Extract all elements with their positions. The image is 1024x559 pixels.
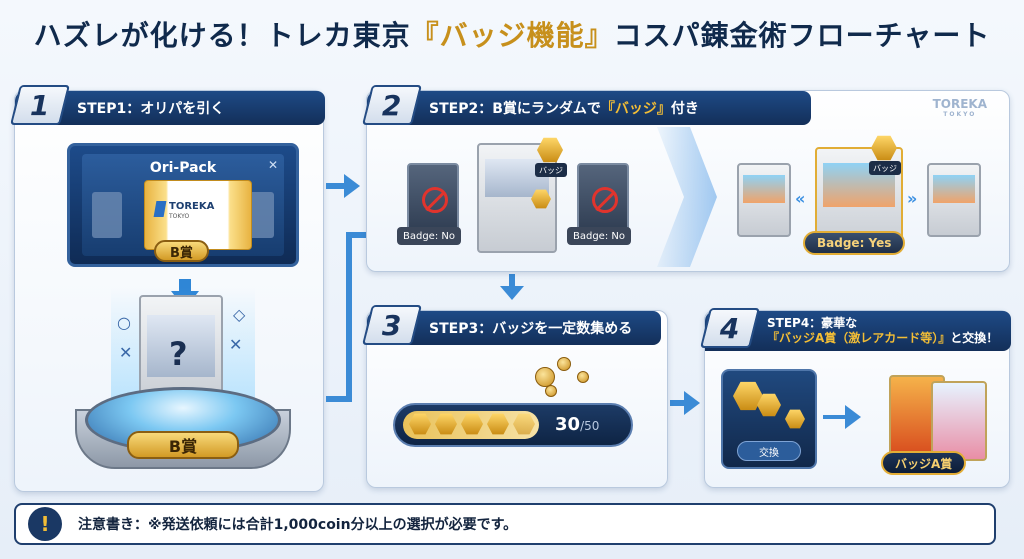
arrow-right-icon (344, 174, 360, 198)
exchange-button[interactable]: 交換 (737, 441, 801, 461)
badge-slot-icon-4 (487, 413, 509, 435)
title-part2: コスパ錬金術フローチャート (613, 19, 991, 52)
title-part1: ハズレが化ける！トレカ東京 (33, 19, 411, 52)
oripack-screen-inner: Ori-Pack ✕ TOREKA TOKYO (82, 154, 284, 256)
step2-label-prefix: STEP2：B賞にランダムで (429, 101, 601, 117)
pedestal-prize-tag: B賞 (127, 431, 239, 459)
pokemon-card-left (737, 163, 791, 237)
step2-header: 2 STEP2：B賞にランダムで『バッジ』付き (362, 85, 811, 125)
badge-slot-icon-2 (435, 413, 457, 435)
chevron-left-icon: « (795, 189, 806, 208)
badge-progress-bar: 30/50 (393, 403, 633, 447)
coin-icon-2 (557, 357, 571, 371)
connector-1-3-top (346, 232, 370, 238)
badge-slot-icon-1 (409, 413, 431, 435)
exchange-box: 交換 (721, 369, 817, 469)
chevron-right-icon: » (907, 189, 918, 208)
toreka-logo-icon (153, 201, 167, 217)
no-badge-label-right: Badge: No (567, 227, 631, 245)
title-highlight: 『バッジ機能』 (410, 19, 614, 52)
exchange-badge-icon-3 (785, 409, 805, 429)
badge-small-icon (531, 189, 551, 209)
circle-deco-icon: ○ (117, 313, 131, 332)
badge-a-prize-label: バッジA賞 (881, 451, 967, 475)
warning-icon: ! (28, 507, 62, 541)
step3-header: 3 STEP3：バッジを一定数集める (362, 305, 661, 345)
arrow-right-icon-2 (684, 391, 700, 415)
coin-icon-1 (535, 367, 555, 387)
connector-1-3-h (326, 396, 352, 402)
step1-number: 1 (10, 85, 70, 125)
badge-label-right: バッジ (869, 161, 901, 175)
step1-panel: 1 STEP1：オリパを引く Ori-Pack ✕ TOREKA TOKYO B… (10, 85, 325, 492)
badge-slot-icon-5 (513, 413, 535, 435)
prize-card-front (931, 381, 987, 461)
page-title: ハズレが化ける！トレカ東京『バッジ機能』コスパ錬金術フローチャート (0, 14, 1024, 64)
badge-label: バッジ (535, 163, 567, 177)
step1-label: STEP1：オリパを引く (77, 101, 225, 117)
pack-sub: TOKYO (169, 213, 190, 220)
step4-label: STEP4：豪華な 『バッジA賞（激レアカード等）』と交換！ (767, 316, 999, 345)
step4-header: 4 STEP4：豪華な 『バッジA賞（激レアカード等）』と交換！ (700, 308, 1011, 351)
cross-deco-icon-right: ✕ (229, 335, 243, 354)
chevron-big-icon (657, 127, 717, 267)
notice-bar: ! 注意書き：※発送依頼には合計1,000coin分以上の選択が必要です。 (14, 503, 996, 545)
step2-number: 2 (362, 85, 422, 125)
pokemon-card-right (927, 163, 981, 237)
card-ghost-left (92, 192, 122, 238)
card-back-right (577, 163, 629, 235)
badge-slot-icon-3 (461, 413, 483, 435)
mystery-card-art (147, 315, 215, 377)
step4-panel: 4 STEP4：豪華な 『バッジA賞（激レアカード等）』と交換！ 交換 バッジA… (700, 308, 1011, 488)
step4-number: 4 (700, 308, 760, 348)
oripack-pack[interactable]: TOREKA TOKYO (144, 180, 252, 250)
step2-label-highlight: 『バッジ』 (600, 101, 671, 117)
oripack-title: Ori-Pack (149, 160, 217, 176)
pack-brand: TOREKA (169, 201, 215, 212)
badge-progress-count: 30/50 (555, 414, 600, 435)
badge-yes-label: Badge: Yes (803, 231, 906, 255)
step3-panel: 3 STEP3：バッジを一定数集める 30/50 (362, 305, 668, 488)
connector-1-3-v (346, 232, 352, 402)
coin-icon-3 (577, 371, 589, 383)
connector-2-3 (509, 274, 515, 288)
cross-deco-icon: ✕ (119, 343, 133, 362)
notice-text: 注意書き：※発送依頼には合計1,000coin分以上の選択が必要です。 (78, 517, 518, 533)
connector-1-2 (326, 183, 346, 189)
oripack-screen[interactable]: Ori-Pack ✕ TOREKA TOKYO B賞 (67, 143, 299, 267)
exchange-arrow-icon (845, 405, 861, 429)
coin-icon-4 (545, 385, 557, 397)
card-back-left (407, 163, 459, 235)
close-icon[interactable]: ✕ (267, 158, 278, 172)
ban-icon (422, 187, 448, 213)
step1-header: 1 STEP1：オリパを引く (10, 85, 325, 125)
question-icon: ? (169, 335, 188, 373)
step3-label: STEP3：バッジを一定数集める (429, 321, 633, 337)
diamond-deco-icon: ◇ (233, 305, 246, 324)
exchange-badge-icon-2 (757, 393, 781, 417)
step3-number: 3 (362, 305, 422, 345)
exchange-arrow-stem (823, 415, 847, 419)
arrow-down-icon (500, 286, 524, 300)
step2-label-suffix: 付き (670, 101, 699, 117)
ban-icon-right (592, 187, 618, 213)
connector-3-4 (670, 400, 686, 406)
pack-prize-tag: B賞 (154, 240, 209, 262)
no-badge-label-left: Badge: No (397, 227, 461, 245)
